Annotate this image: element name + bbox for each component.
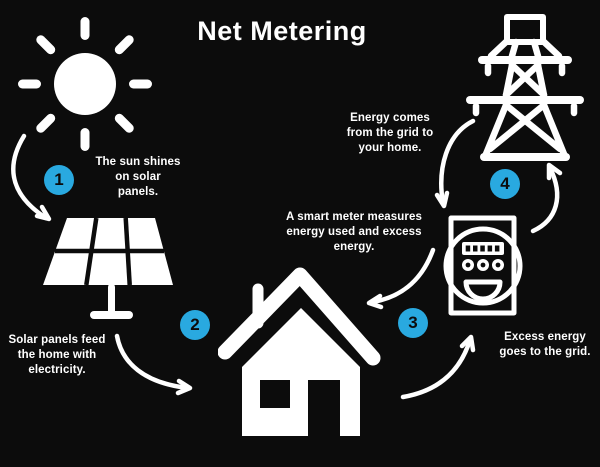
arrow-meter-to-tower (530, 162, 563, 234)
sun-core (54, 53, 116, 115)
solar-panel-icon (37, 210, 177, 322)
arrow-house-to-meter (400, 334, 476, 400)
arrow-panel-to-house (114, 333, 193, 396)
step-badge-1: 1 (44, 165, 74, 195)
panel-stand (90, 283, 133, 319)
panel-grid (55, 217, 164, 286)
roof (217, 267, 381, 366)
meter-dials (462, 259, 504, 271)
caption-excess-energy: Excess energy goes to the grid. (499, 331, 591, 358)
window (260, 380, 290, 408)
step-badge-4: 4 (490, 169, 520, 199)
step-label-solar-panels: Solar panels feed the home with electric… (8, 334, 106, 376)
step-label-grid-to-home: Energy comes from the grid to your home. (346, 112, 434, 154)
meter-dial-face (443, 226, 523, 306)
page-title: Net Metering (197, 16, 367, 46)
door (308, 380, 340, 436)
meter-housing (448, 215, 517, 316)
house-icon (217, 255, 383, 440)
smart-meter-icon (438, 208, 533, 323)
sun-rays (18, 17, 152, 151)
step-badge-3: 3 (398, 308, 428, 338)
step-badge-2: 2 (180, 310, 210, 340)
step-label-sun: The sun shines on solar panels. (95, 156, 181, 198)
tower-peak (504, 14, 546, 45)
transmission-tower-icon (460, 8, 588, 163)
sun-icon (18, 17, 153, 152)
meter-gauge-arc (463, 279, 503, 302)
step-label-smart-meter: A smart meter measures energy used and e… (285, 211, 422, 253)
meter-digits (465, 245, 500, 252)
